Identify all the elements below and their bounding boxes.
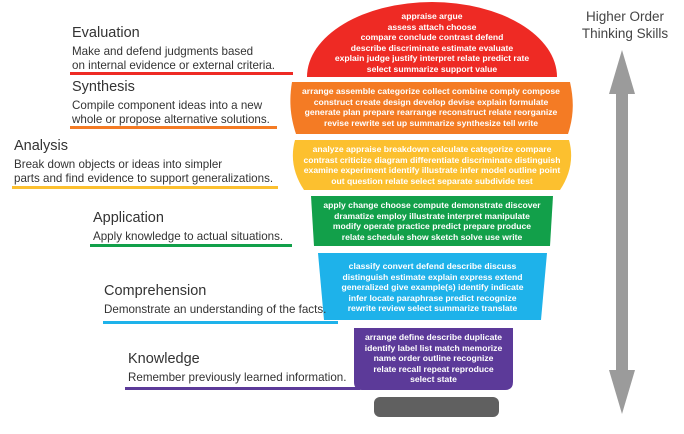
level-description: Demonstrate an understanding of the fact… xyxy=(104,303,327,316)
verbs-knowledge: arrange define describe duplicate identi… xyxy=(364,332,503,385)
rule-knowledge xyxy=(125,387,360,390)
level-evaluation: Evaluation Make and defend judgments bas… xyxy=(72,25,275,73)
band-evaluation xyxy=(307,2,557,77)
level-title: Application xyxy=(93,210,164,226)
level-description: Apply knowledge to actual situations. xyxy=(93,230,284,243)
level-title: Knowledge xyxy=(128,351,200,367)
level-title: Evaluation xyxy=(72,25,140,41)
level-title: Synthesis xyxy=(72,79,135,95)
level-description: Make and defend judgments based on inter… xyxy=(72,45,275,72)
verbs-evaluation: appraise argue assess attach choose comp… xyxy=(334,11,530,74)
verbs-application: apply change choose compute demonstrate … xyxy=(323,200,541,242)
level-application: Application Apply knowledge to actual si… xyxy=(93,210,283,244)
verbs-synthesis: arrange assemble categorize collect comb… xyxy=(302,86,560,128)
rule-evaluation xyxy=(70,72,293,75)
bulb-base xyxy=(374,397,499,417)
band-application xyxy=(311,196,553,246)
rule-comprehension xyxy=(103,321,338,324)
rule-synthesis xyxy=(70,126,277,129)
verbs-comprehension: classify convert defend describe discuss… xyxy=(341,261,524,314)
band-knowledge xyxy=(354,328,513,390)
double-arrow-icon xyxy=(609,50,635,414)
band-analysis xyxy=(292,140,572,190)
verbs-analysis: analyze appraise breakdown calculate cat… xyxy=(303,144,561,186)
rule-application xyxy=(90,244,292,247)
level-synthesis: Synthesis Compile component ideas into a… xyxy=(72,79,270,127)
level-description: Remember previously learned information. xyxy=(128,371,347,384)
rule-analysis xyxy=(12,186,278,189)
level-knowledge: Knowledge Remember previously learned in… xyxy=(128,351,346,385)
level-comprehension: Comprehension Demonstrate an understandi… xyxy=(104,283,326,317)
level-analysis: Analysis Break down objects or ideas int… xyxy=(14,138,273,186)
band-comprehension xyxy=(318,253,547,320)
band-synthesis xyxy=(290,82,573,134)
level-title: Comprehension xyxy=(104,283,207,299)
level-description: Compile component ideas into a new whole… xyxy=(72,99,270,126)
level-title: Analysis xyxy=(14,138,68,154)
higher-order-thinking-label: Higher Order Thinking Skills xyxy=(581,9,669,41)
level-description: Break down objects or ideas into simpler… xyxy=(14,158,274,185)
